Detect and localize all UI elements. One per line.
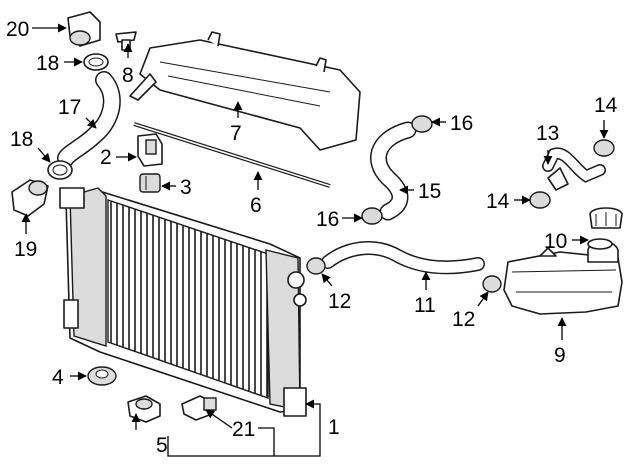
outlet-pipe bbox=[542, 147, 606, 191]
surge-tank bbox=[503, 240, 623, 315]
lower-left-coupler bbox=[11, 179, 49, 217]
callout-12-right: 12 bbox=[452, 308, 475, 331]
callout-8: 8 bbox=[122, 64, 134, 87]
outlet-clamp-top bbox=[593, 139, 615, 157]
callout-12-left: 12 bbox=[328, 290, 351, 313]
hose-clamp-upper-right bbox=[411, 115, 433, 133]
callout-18-left: 18 bbox=[10, 128, 33, 151]
callout-7: 7 bbox=[230, 122, 242, 145]
engine-hose bbox=[370, 121, 417, 221]
callout-15: 15 bbox=[418, 180, 441, 203]
surge-tank-cap bbox=[589, 207, 623, 229]
callout-16-mid: 16 bbox=[316, 208, 339, 231]
callout-18-top: 18 bbox=[36, 52, 59, 75]
callout-11: 11 bbox=[414, 294, 436, 317]
callout-13: 13 bbox=[536, 122, 559, 145]
temperature-sensor bbox=[181, 395, 217, 421]
callout-14-top: 14 bbox=[594, 94, 618, 117]
upper-coupler bbox=[67, 11, 101, 47]
callout-1: 1 bbox=[328, 416, 340, 439]
upper-clamp bbox=[83, 53, 109, 71]
hose-clamp-lower-middle bbox=[361, 207, 383, 225]
drain-valve bbox=[127, 395, 161, 423]
upper-air-deflector bbox=[129, 31, 361, 151]
seal-strip bbox=[133, 122, 331, 188]
bracket bbox=[137, 133, 163, 167]
leader-lines bbox=[21, 23, 609, 457]
callout-5: 5 bbox=[156, 434, 168, 457]
outlet-clamp-left bbox=[529, 191, 551, 209]
callout-21: 21 bbox=[232, 418, 255, 441]
surge-tank-hose bbox=[321, 241, 485, 275]
upper-hose bbox=[57, 71, 121, 167]
callout-19: 19 bbox=[14, 238, 37, 261]
callout-14-left: 14 bbox=[486, 190, 510, 213]
callout-numbers: 20 18 8 17 18 19 2 3 7 6 16 15 16 12 11 … bbox=[6, 18, 618, 457]
lower-left-clamp bbox=[47, 160, 73, 180]
lower-insulator bbox=[87, 366, 117, 386]
callout-4: 4 bbox=[52, 366, 64, 389]
callout-2: 2 bbox=[100, 146, 112, 169]
callout-6: 6 bbox=[250, 194, 262, 217]
hose-clamp-left bbox=[306, 257, 326, 275]
radiator bbox=[59, 187, 307, 417]
callout-9: 9 bbox=[554, 344, 566, 367]
callout-20: 20 bbox=[6, 18, 29, 41]
insulator bbox=[139, 173, 161, 193]
callout-17: 17 bbox=[58, 96, 81, 119]
hose-clamp-right bbox=[482, 275, 502, 293]
cap-seal bbox=[587, 238, 613, 250]
push-pin bbox=[115, 31, 137, 51]
callout-3: 3 bbox=[180, 176, 192, 199]
callout-16-top: 16 bbox=[450, 112, 473, 135]
callout-10: 10 bbox=[544, 230, 567, 253]
